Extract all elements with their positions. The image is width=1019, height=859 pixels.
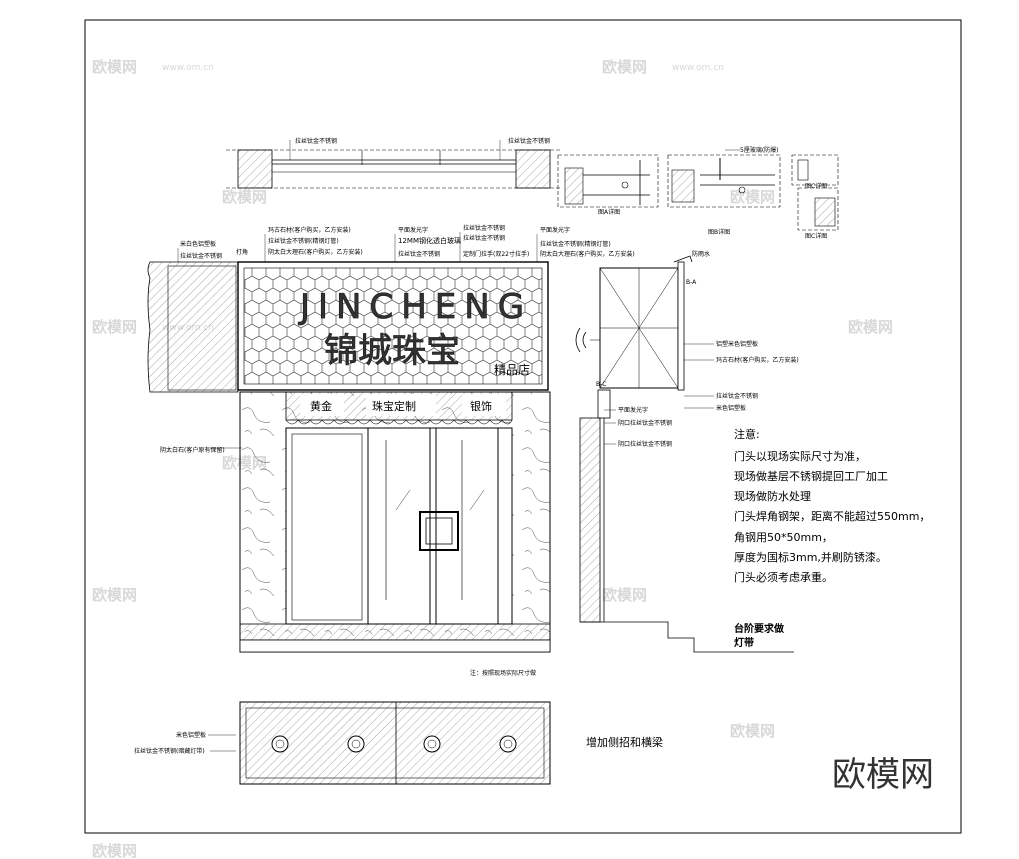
notes-line: 现场做基层不锈钢提回工厂加工	[734, 469, 888, 483]
label: 米色铝塑板	[176, 731, 206, 739]
label: 拉丝钛金不锈钢	[508, 137, 550, 145]
watermark: 欧模网	[92, 586, 137, 604]
left-panel	[147, 261, 239, 393]
label: 阴口拉丝钛金不锈钢	[618, 440, 672, 448]
watermark: 欧模网	[92, 318, 137, 336]
watermark: 欧模网	[602, 586, 647, 604]
watermark-url: www.om.cn	[162, 63, 214, 73]
side-section: 防雨水 B-A 铝塑米色铝塑板 玛古石材(客户购买，乙方安装) 拉丝钛金不锈钢 …	[575, 250, 799, 653]
detail-caption: 图B详图	[708, 228, 730, 236]
detail-caption: 图C详图	[805, 182, 827, 190]
annotation: 定制门拉手(双22寸拉手)	[463, 250, 529, 258]
bottom-plan: 米色铝塑板 拉丝钛金不锈钢(暗藏灯带) 增加侧招和横梁	[134, 701, 663, 785]
label: 阴口拉丝钛金不锈钢	[618, 419, 672, 427]
step-label: 台阶要求做	[734, 622, 785, 635]
band-item: 珠宝定制	[372, 399, 416, 413]
label: B-A	[686, 279, 697, 286]
label: 拉丝钛金不锈钢	[716, 392, 758, 400]
notes-line: 厚度为国标3mm,并刷防锈漆。	[734, 550, 887, 564]
annotation: 拉丝钛金不锈钢	[398, 250, 440, 258]
label: 拉丝钛金不锈钢(暗藏灯带)	[134, 747, 205, 755]
watermark: 欧模网	[92, 842, 137, 859]
band-item: 银饰	[470, 399, 492, 413]
step-label: 灯带	[734, 636, 754, 649]
label: 防雨水	[692, 250, 710, 258]
watermark-url: www.om.cn	[672, 63, 724, 73]
annotation: 平面发光字	[540, 226, 570, 234]
label: 米色铝塑板	[716, 404, 746, 412]
annotation: 拉丝钛金不锈钢	[463, 234, 505, 242]
annotation: 拉丝钛金不锈钢	[180, 252, 222, 260]
notes-title: 注意:	[734, 427, 760, 441]
band-item: 黄金	[310, 399, 332, 413]
annotation: 12MM钢化透白玻璃	[398, 236, 461, 245]
annotation: 阴太白大理石(客户购买，乙方安装)	[268, 248, 363, 256]
sign-board: JINCHENG 锦城珠宝 精品店	[237, 261, 549, 391]
label: 平面发光字	[618, 406, 648, 414]
label: 铝塑米色铝塑板	[716, 340, 758, 348]
plan-caption: 增加侧招和横梁	[586, 735, 663, 749]
watermark: 欧模网	[222, 188, 267, 206]
notes-line: 门头以现场实际尺寸为准，	[734, 449, 866, 463]
notes-line: 门头必须考虑承重。	[734, 570, 833, 584]
top-section-detail: 拉丝钛金不锈钢 拉丝钛金不锈钢	[226, 137, 560, 189]
label: B-C	[596, 381, 606, 388]
watermark: 欧模网	[602, 58, 647, 76]
notes-line: 门头焊角钢架，距离不能超过550mm，	[734, 509, 930, 523]
top-annotations: 米白色铝塑板 拉丝钛金不锈钢 打角 玛古石材(客户购买，乙方安装) 拉丝钛金不锈…	[177, 224, 635, 268]
label: 拉丝钛金不锈钢	[295, 137, 337, 145]
annotation: 米白色铝塑板	[180, 240, 216, 248]
sign-letters: JINCHENG	[298, 287, 532, 327]
annotation: 拉丝钛金不锈钢(精钢灯管)	[268, 237, 339, 245]
annotation: 平面发光字	[398, 226, 428, 234]
watermark: 欧模网	[730, 188, 775, 206]
annotation: 拉丝钛金不锈钢	[463, 224, 505, 232]
label: 阴太白石(客户原有保留)	[160, 446, 225, 454]
bottom-note: 注：按照现场实际尺寸做	[470, 669, 536, 677]
sign-chinese: 锦城珠宝	[324, 331, 460, 371]
notes-line: 角钢用50*50mm，	[734, 531, 833, 544]
detail-caption: 图A详图	[598, 208, 620, 216]
notes-line: 现场做防水处理	[734, 489, 811, 503]
sign-sub: 精品店	[494, 363, 530, 377]
detail-a: 图A详图	[557, 154, 659, 216]
notes: 注意: 门头以现场实际尺寸为准， 现场做基层不锈钢提回工厂加工 现场做防水处理 …	[734, 427, 930, 584]
annotation: 拉丝钛金不锈钢(精钢灯管)	[540, 240, 611, 248]
storefront: 黄金 珠宝定制 银饰 阴太白石(客户原有保留) 注：按照现场实际尺寸做	[160, 391, 551, 677]
watermark: 欧模网	[848, 318, 893, 336]
detail-b: 5厘玻璃(防爆) 图B详图	[667, 146, 781, 236]
label: 5厘玻璃(防爆)	[740, 146, 779, 154]
drawing-frame	[84, 19, 962, 834]
detail-caption: 图C详图	[805, 232, 827, 240]
label: 玛古石材(客户购买，乙方安装)	[716, 356, 799, 364]
watermark: 欧模网	[92, 58, 137, 76]
watermark: 欧模网	[730, 722, 775, 740]
brand-logo: 欧模网	[832, 755, 934, 795]
detail-c: 图C详图 图C详图	[791, 154, 839, 240]
annotation: 玛古石材(客户购买，乙方安装)	[268, 226, 351, 234]
annotation: 阴太白大理石(客户购买，乙方安装)	[540, 250, 635, 258]
annotation: 打角	[236, 248, 248, 256]
